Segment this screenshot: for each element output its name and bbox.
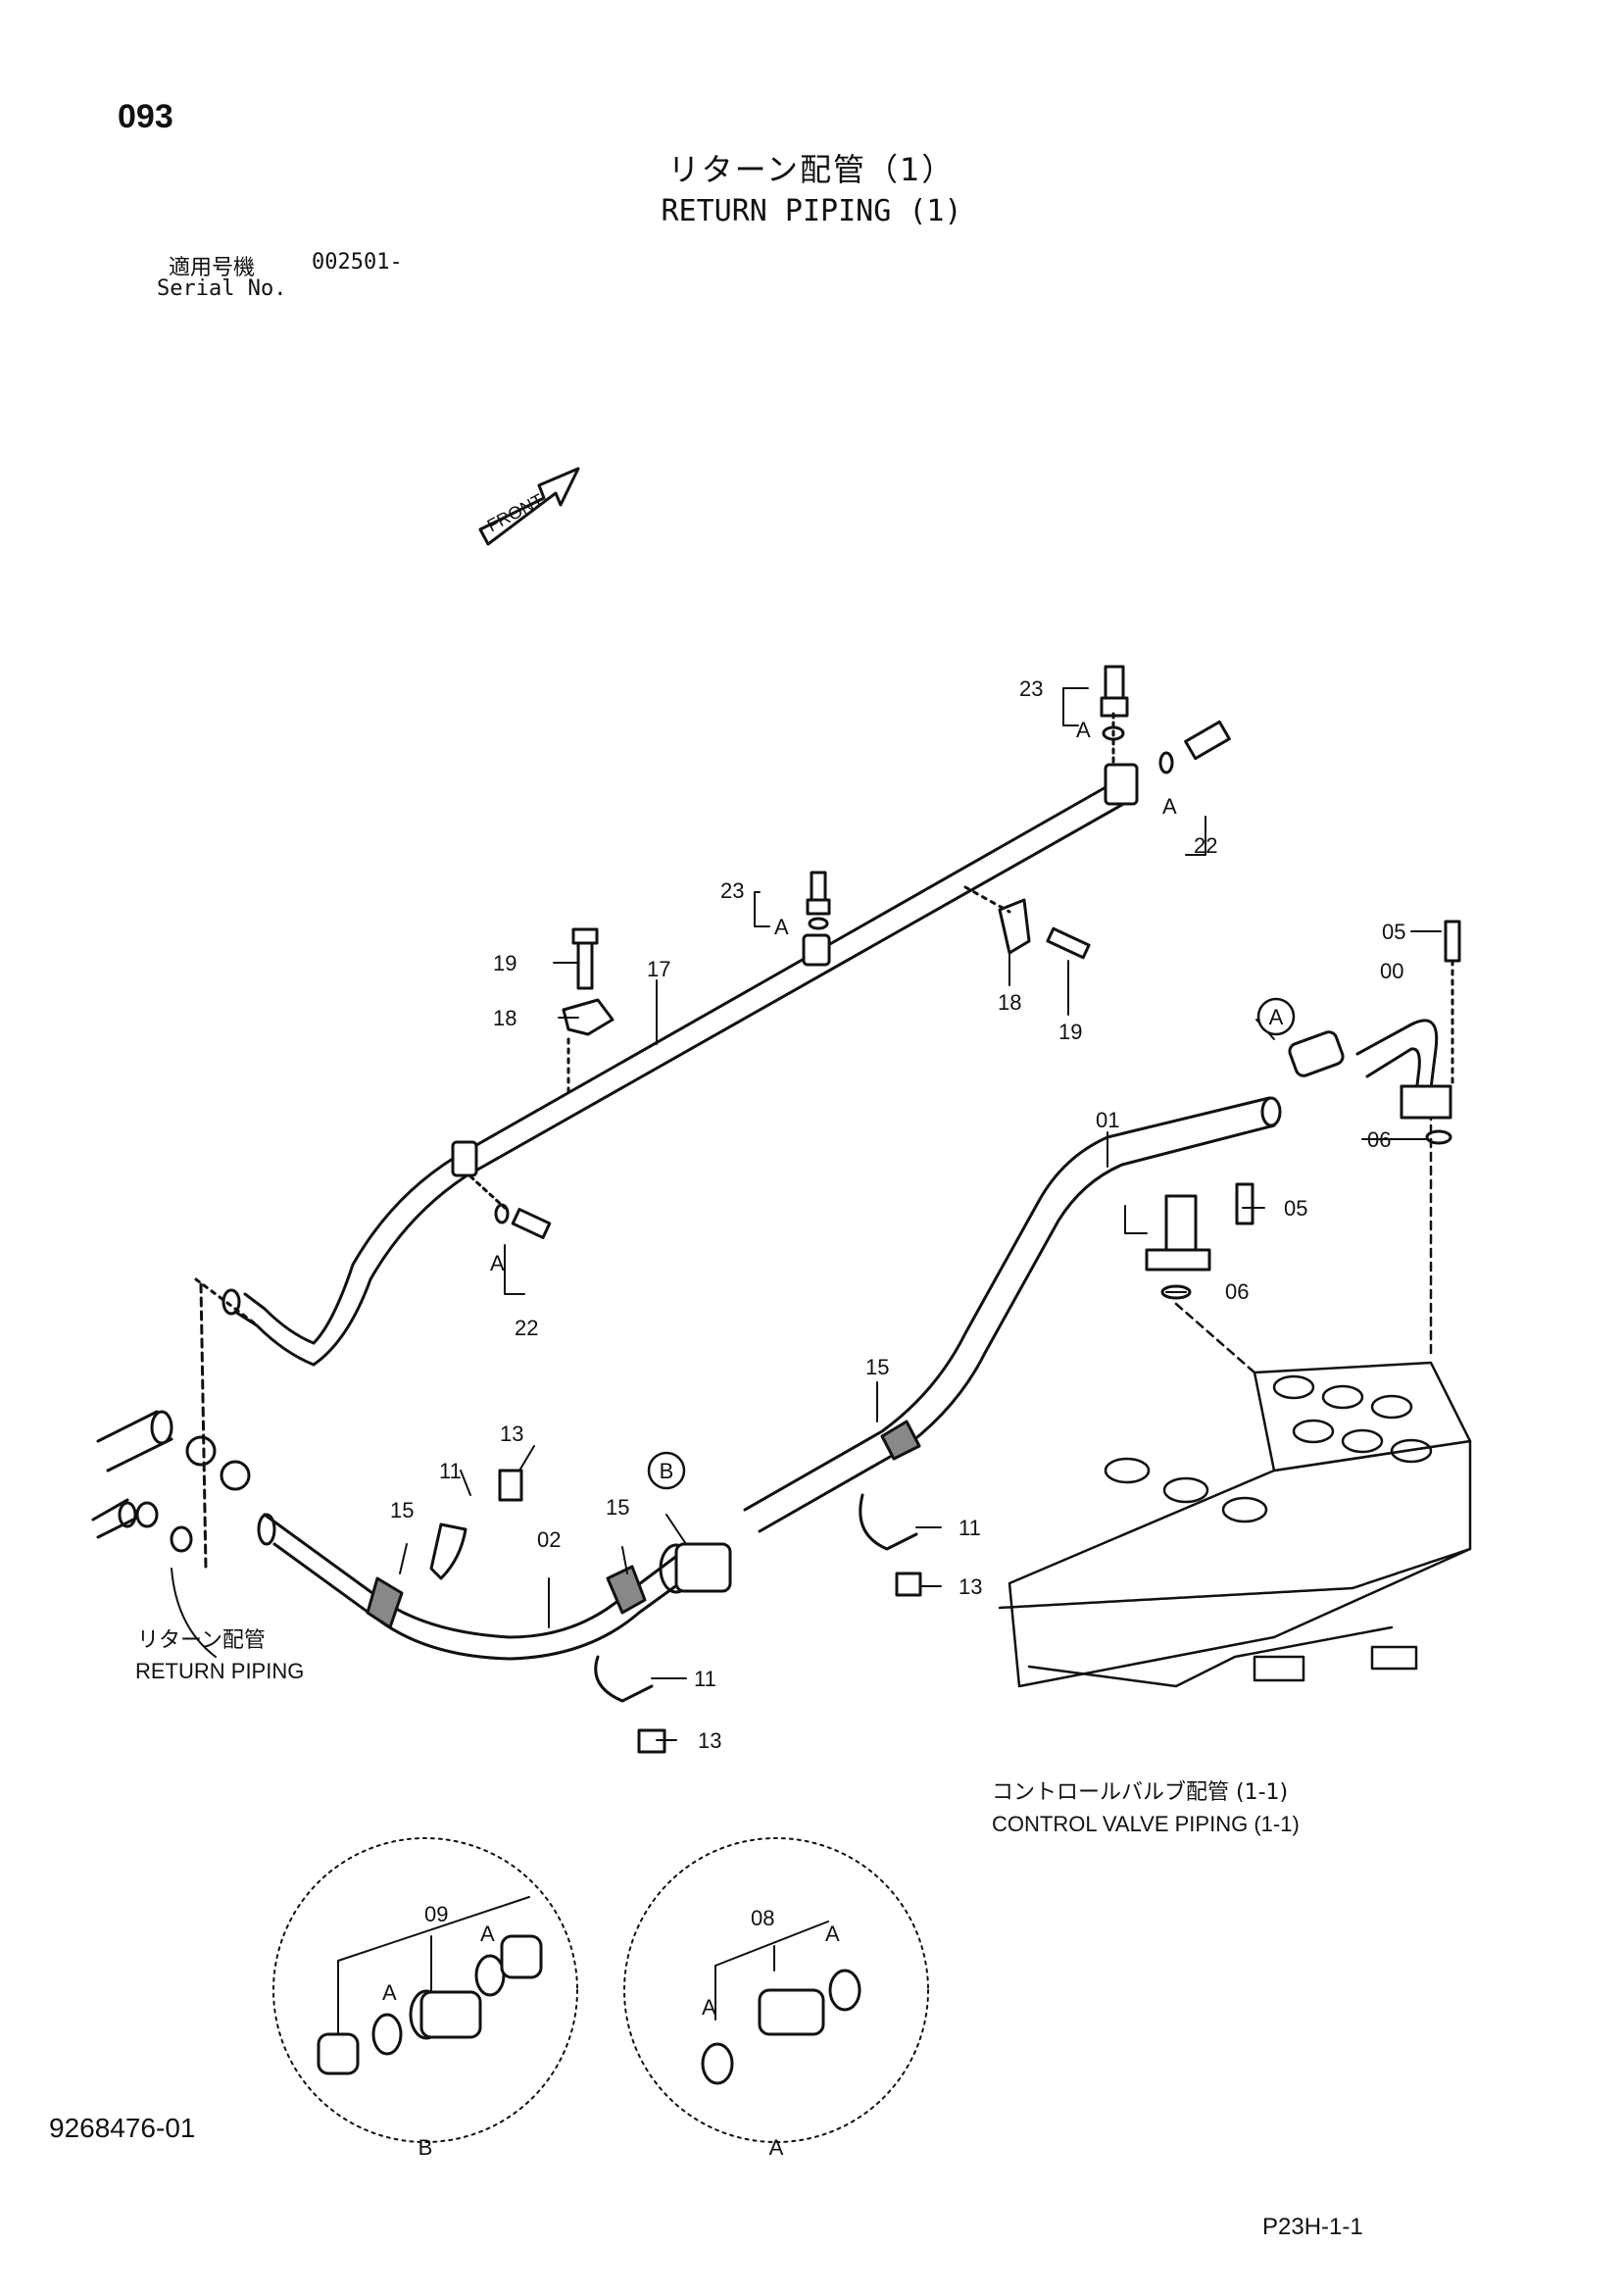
- callout-19: 19: [493, 951, 516, 975]
- page-reference: P23H-1-1: [1262, 2214, 1363, 2240]
- callout-02: 02: [537, 1527, 561, 1552]
- callout-13: 13: [500, 1422, 523, 1446]
- callout-06: 06: [1225, 1279, 1249, 1304]
- letter-a: A: [702, 1995, 716, 2020]
- letter-a: A: [490, 1251, 505, 1275]
- callout-05: 05: [1284, 1196, 1307, 1221]
- title-english: RETURN PIPING (1): [661, 194, 962, 228]
- front-label: FRONT: [484, 490, 547, 536]
- callout-15: 15: [606, 1495, 629, 1520]
- letter-a: A: [382, 1980, 397, 2005]
- callout-15: 15: [865, 1355, 889, 1379]
- callout-23: 23: [1019, 676, 1043, 701]
- callout-18: 18: [493, 1006, 516, 1030]
- document-number: 9268476-01: [49, 2113, 196, 2143]
- callout-13: 13: [959, 1574, 982, 1599]
- callout-18: 18: [998, 990, 1021, 1015]
- part-callouts: 23 23 22 22 19 19 18 18 17 05 05 00 06 0…: [390, 676, 1405, 1930]
- control-valve-ref-en: CONTROL VALVE PIPING (1-1): [992, 1812, 1300, 1836]
- callout-05: 05: [1382, 920, 1405, 944]
- callout-00: 00: [1380, 959, 1403, 983]
- return-pipe-17: [194, 763, 1139, 1367]
- callout-06: 06: [1367, 1127, 1391, 1152]
- detail-label-a: A: [769, 2135, 784, 2160]
- hose-02: [257, 1513, 698, 1661]
- clamps-18-bolts-19: [562, 885, 1091, 1100]
- callout-23: 23: [720, 878, 744, 903]
- serial-label-japanese: 適用号機: [169, 256, 256, 280]
- page-number: 093: [118, 98, 173, 135]
- svg-text:B: B: [660, 1459, 674, 1483]
- callout-22: 22: [1194, 833, 1217, 858]
- control-valve-block: [998, 1116, 1472, 1688]
- callout-11: 11: [439, 1459, 462, 1483]
- return-piping-ref-en: RETURN PIPING: [135, 1659, 304, 1683]
- clamps-11-bolts-13: [429, 1469, 922, 1754]
- letter-a: A: [825, 1922, 840, 1946]
- detail-circle-b: [272, 1837, 578, 2143]
- control-valve-ref-jp: コントロールバルブ配管 (1-1): [992, 1780, 1288, 1805]
- letter-a: A: [480, 1922, 495, 1946]
- detail-circle-a: [623, 1837, 929, 2143]
- title-japanese: リターン配管（1）: [667, 151, 956, 188]
- fittings-22-23: [468, 665, 1231, 1239]
- callout-11: 11: [694, 1667, 716, 1691]
- callout-08: 08: [751, 1906, 774, 1930]
- callout-15: 15: [390, 1498, 414, 1522]
- callout-17: 17: [647, 957, 670, 981]
- front-arrow: [478, 467, 580, 546]
- letter-a: A: [1162, 794, 1177, 819]
- circle-ref-b: B: [647, 1451, 686, 1490]
- return-piping-ref-jp: リターン配管: [137, 1628, 266, 1653]
- callout-01: 01: [1096, 1108, 1119, 1132]
- serial-number-value: 002501-: [312, 250, 403, 275]
- serial-label-english: Serial No.: [157, 276, 287, 301]
- callout-11: 11: [959, 1516, 981, 1540]
- callout-09: 09: [424, 1902, 448, 1926]
- pipe-01: [743, 1096, 1282, 1533]
- letter-a: A: [774, 915, 789, 939]
- callout-22: 22: [515, 1316, 538, 1340]
- callout-19: 19: [1058, 1020, 1082, 1044]
- clamp-b: [659, 1542, 732, 1594]
- callout-13: 13: [698, 1728, 721, 1753]
- detail-letters: A A A A A A A A A B A: [382, 718, 1177, 2160]
- circle-ref-a: A: [1256, 997, 1296, 1036]
- left-return-pipes: [91, 1282, 251, 1571]
- letter-a: A: [1076, 718, 1091, 742]
- svg-text:A: A: [1269, 1005, 1284, 1029]
- detail-label-b: B: [418, 2135, 433, 2160]
- elbow-00: [1288, 920, 1461, 1145]
